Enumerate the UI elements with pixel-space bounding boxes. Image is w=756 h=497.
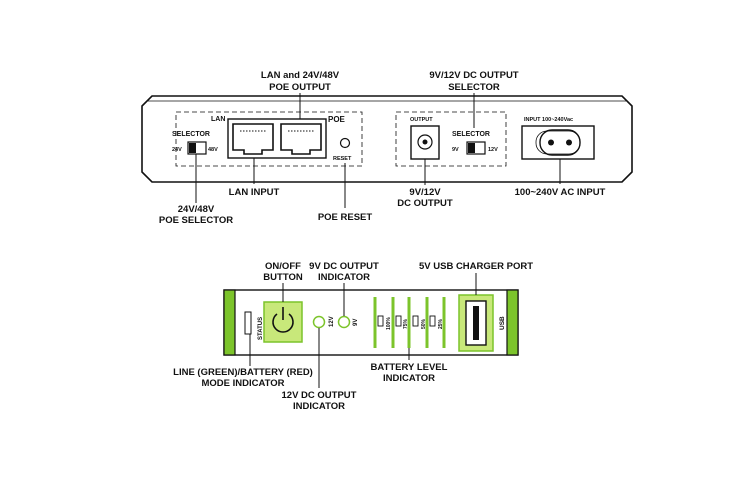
led-9v-label: 9V — [353, 319, 359, 326]
battery-led-50 — [412, 315, 419, 327]
lan-input-callout: LAN INPUT — [229, 187, 280, 198]
status-led — [244, 311, 252, 335]
usb-port-callout: 5V USB CHARGER PORT — [419, 261, 533, 272]
dc-9v-12v-switch[interactable] — [466, 141, 486, 155]
dc-selector-label: SELECTOR — [452, 131, 490, 138]
usb-label: USB — [499, 316, 506, 330]
on-off-callout-1: ON/OFF — [265, 261, 301, 272]
battery-level-bars — [373, 297, 446, 348]
poe-rj45-port[interactable] — [280, 123, 322, 155]
right-green-cap — [506, 289, 519, 356]
dc-output-jack[interactable] — [410, 125, 440, 160]
dc-output-callout-1: 9V/12V — [409, 187, 441, 198]
battery-level-callout-2: INDICATOR — [383, 373, 435, 384]
front-panel: STATUS 12V 9V 100% 75% 50% 25% — [173, 261, 533, 412]
dc-selector-callout-2: SELECTOR — [448, 82, 500, 93]
dc-output-group-outline — [395, 111, 507, 167]
usb-charger-port[interactable] — [458, 294, 494, 352]
led-9v-indicator — [337, 315, 351, 329]
lan-port-label: LAN — [211, 116, 225, 123]
dc9-indicator-callout-2: INDICATOR — [318, 272, 370, 283]
mode-indicator-callout-2: MODE INDICATOR — [201, 378, 284, 389]
selector-12v-label: 12V — [488, 147, 498, 153]
battery-level-callout-1: BATTERY LEVEL — [371, 362, 448, 373]
on-off-callout-2: BUTTON — [263, 272, 303, 283]
battery-100-label: 100% — [386, 317, 392, 330]
lan-poe-output-callout-1: LAN and 24V/48V — [261, 70, 340, 81]
dc12-indicator-callout-1: 12V DC OUTPUT — [282, 390, 357, 401]
rear-panel: LAN POE RESET SELECTOR 24V 48V OUTPUT — [141, 70, 633, 226]
battery-led-100 — [377, 315, 384, 327]
selector-48v-label: 48V — [208, 147, 218, 153]
poe-selector-callout-1: 24V/48V — [178, 204, 215, 215]
poe-reset-callout: POE RESET — [318, 212, 373, 223]
ac-input-callout: 100~240V AC INPUT — [515, 187, 606, 198]
battery-50-label: 50% — [421, 318, 427, 329]
power-button[interactable] — [263, 301, 303, 343]
output-label: OUTPUT — [410, 117, 433, 123]
battery-led-75 — [395, 315, 402, 327]
power-icon — [272, 307, 294, 333]
left-green-cap — [223, 289, 236, 356]
poe-selector-label: SELECTOR — [172, 131, 210, 138]
selector-9v-label: 9V — [452, 147, 459, 153]
mode-indicator-callout-1: LINE (GREEN)/BATTERY (RED) — [173, 367, 313, 378]
dc12-indicator-callout-2: INDICATOR — [293, 401, 345, 412]
reset-label: RESET — [333, 156, 352, 162]
poe-selector-callout-2: POE SELECTOR — [159, 215, 233, 226]
led-12v-label: 12V — [329, 316, 335, 327]
battery-led-25 — [429, 315, 436, 327]
poe-reset-button[interactable] — [339, 137, 351, 149]
led-12v-indicator — [312, 315, 326, 329]
status-label: STATUS — [258, 317, 264, 340]
poe-24v-48v-switch[interactable] — [187, 141, 207, 155]
dc-output-callout-2: DC OUTPUT — [397, 198, 453, 209]
selector-24v-label: 24V — [172, 147, 182, 153]
ac-input-rating-label: INPUT 100~240Vac — [524, 117, 573, 123]
poe-port-label: POE — [328, 115, 346, 124]
battery-25-label: 25% — [438, 318, 444, 329]
ac-inlet[interactable] — [521, 125, 595, 160]
dc-selector-callout-1: 9V/12V DC OUTPUT — [429, 70, 518, 81]
lan-rj45-port[interactable] — [232, 123, 274, 155]
battery-75-label: 75% — [403, 318, 409, 329]
dc9-indicator-callout-1: 9V DC OUTPUT — [309, 261, 379, 272]
lan-poe-group-outline — [175, 111, 363, 167]
lan-poe-output-callout-2: POE OUTPUT — [269, 82, 331, 93]
